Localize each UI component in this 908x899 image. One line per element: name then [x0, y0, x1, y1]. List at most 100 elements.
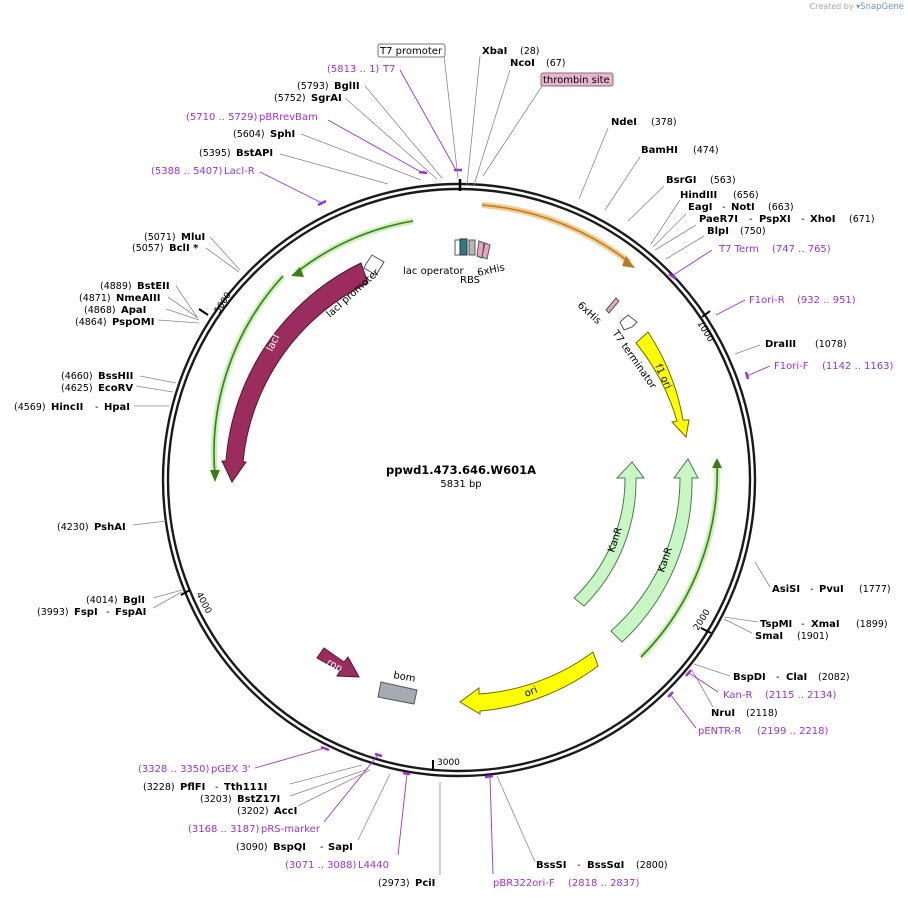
enzyme-dash-1: -	[722, 202, 726, 213]
enzyme-dash-5: -	[801, 619, 805, 630]
laci-promoter-feature	[363, 254, 385, 276]
enzyme-hpai: HpaI	[104, 402, 130, 413]
enzyme-sphi-pos: (5604)	[233, 129, 265, 140]
enzyme-dash-10: -	[106, 607, 110, 618]
enzyme-sgrai-pos: (5752)	[274, 93, 306, 104]
enzyme-pflfi: PflFI	[180, 782, 205, 793]
enzyme-smai: SmaI	[755, 631, 783, 642]
enzyme-bstz17i-pos: (3203)	[200, 794, 232, 805]
enzyme-noti: NotI	[731, 202, 755, 213]
primer-pbrrevbam: pBRrevBam	[259, 112, 318, 123]
tick-4000-mark	[180, 589, 191, 596]
enzyme-bstapi-pos: (5395)	[199, 148, 231, 159]
primer-pentr-r-range: (2199 .. 2218)	[757, 726, 829, 737]
enzyme-bcli-pos: (5057)	[132, 243, 164, 254]
tick-3000: 3000	[437, 758, 460, 768]
orf-laci	[213, 275, 284, 477]
enzyme-bsssi: BssSI	[536, 860, 566, 871]
thrombin-box	[481, 242, 491, 260]
enzyme-eagi-pos: (663)	[768, 202, 794, 213]
enzyme-dash-3: -	[801, 214, 805, 225]
bom-label: bom	[392, 670, 416, 685]
primer-f1ori-r: F1ori-R	[749, 295, 785, 306]
enzyme-ndei: NdeI	[611, 117, 637, 128]
tick-5000: 5000	[213, 291, 234, 316]
enzyme-pvui: PvuI	[819, 584, 844, 595]
enzyme-bcli: BclI *	[169, 243, 199, 254]
primer-prs-marker-range: (3168 .. 3187)	[188, 824, 260, 835]
enzyme-xhoi: XhoI	[810, 214, 835, 225]
his1-label: 6xHis	[476, 262, 505, 279]
primer-l4440-range: (3071 .. 3088)	[285, 860, 357, 871]
enzyme-paer7i-pos: (671)	[849, 214, 875, 225]
primer-t7-term: T7 Term	[718, 244, 759, 255]
primer-pentr-r: pENTR-R	[698, 726, 741, 737]
enzyme-mlui: MluI	[181, 232, 205, 243]
enzyme-ecorv: EcoRV	[98, 383, 133, 394]
primer-l4440: L4440	[358, 860, 389, 871]
enzyme-pspxi: PspXI	[759, 214, 791, 225]
enzyme-nmeaiii: NmeAIII	[116, 293, 160, 304]
enzyme-fspi: FspI	[74, 607, 98, 618]
enzyme-nrui-pos: (2118)	[746, 708, 778, 719]
thrombin-site-label: thrombin site	[543, 75, 610, 86]
enzyme-smai-pos: (1901)	[797, 631, 829, 642]
enzyme-nmeaiii-pos: (4871)	[79, 293, 111, 304]
orf-laci-upper-arrowhead	[291, 267, 304, 277]
enzyme-paer7i: PaeR7I	[699, 214, 738, 225]
laci-feature	[221, 262, 369, 483]
rbs-box	[459, 238, 468, 256]
primer-leaders	[254, 69, 771, 875]
orf-laci-arrowhead	[210, 470, 220, 482]
primer-pbrrevbam-range: (5710 .. 5729)	[186, 112, 258, 123]
enzyme-nrui: NruI	[711, 708, 735, 719]
enzyme-hindiii-pos: (656)	[733, 190, 759, 201]
enzyme-pflfi-pos: (3228)	[143, 782, 175, 793]
rop-feature	[316, 647, 360, 678]
enzyme-hincii: HincII	[51, 402, 83, 413]
enzyme-bstz17i: BstZ17I	[237, 794, 280, 805]
enzyme-bglii: BglII	[334, 81, 360, 92]
f1-ori-feature	[635, 331, 690, 439]
enzyme-xmai: XmaI	[811, 619, 840, 630]
primer-pbr322ori-f-range: (2818 .. 2837)	[568, 878, 640, 889]
primer-pgex3: pGEX 3'	[211, 764, 251, 775]
enzyme-labels-right: XbaI (28) NcoI (67) NdeI (378) BamHI (47…	[482, 46, 891, 871]
enzyme-bsshii: BssHII	[98, 371, 133, 382]
primer-f1ori-r-range: (932 .. 951)	[797, 295, 856, 306]
tick-1000-mark	[701, 310, 711, 318]
primer-t7-term-range: (747 .. 765)	[772, 244, 831, 255]
primer-labels: (5813 .. 1) T7 (5710 .. 5729) pBRrevBam …	[138, 64, 894, 889]
snapgene-credit: Created by ▾SnapGene	[810, 2, 904, 12]
primer-kan-r-range: (2115 .. 2134)	[765, 690, 837, 701]
enzyme-pspomi-pos: (4864)	[75, 317, 107, 328]
enzyme-dash-4: -	[810, 584, 814, 595]
lac-operator-label: lac operator	[403, 266, 464, 277]
ori-feature	[459, 651, 599, 715]
enzyme-sgrai: SgrAI	[311, 93, 342, 104]
enzyme-dash-2: -	[749, 214, 753, 225]
primer-laci-r-range: (5388 .. 5407)	[151, 166, 223, 177]
primer-t7-range: (5813 .. 1)	[327, 64, 379, 75]
tick-5000-mark	[198, 308, 209, 316]
tick-2000-mark	[700, 627, 712, 634]
enzyme-asisi: AsiSI	[772, 584, 800, 595]
enzyme-bgli-pos: (4014)	[86, 595, 118, 606]
primer-laci-r: LacI-R	[224, 166, 255, 177]
enzyme-xbai-pos: (28)	[520, 46, 540, 57]
enzyme-draiii-pos: (1078)	[815, 339, 847, 350]
enzyme-fspai: FspAI	[115, 607, 146, 618]
enzyme-asisi-pos: (1777)	[859, 584, 891, 595]
primer-f1ori-f-range: (1142 .. 1163)	[822, 361, 894, 372]
enzyme-ncoi: NcoI	[510, 58, 535, 69]
primer-t7: T7	[382, 64, 395, 75]
enzyme-tth111i: Tth111I	[224, 782, 267, 793]
enzyme-bsshii-pos: (4660)	[61, 371, 93, 382]
enzyme-dash-11: -	[95, 402, 99, 413]
enzyme-pshai-pos: (4230)	[57, 522, 89, 533]
orf-top	[481, 204, 630, 263]
enzyme-blpi-pos: (750)	[740, 226, 766, 237]
his2-label: 6xHis	[575, 300, 603, 327]
enzyme-bsteii-pos: (4889)	[100, 281, 132, 292]
